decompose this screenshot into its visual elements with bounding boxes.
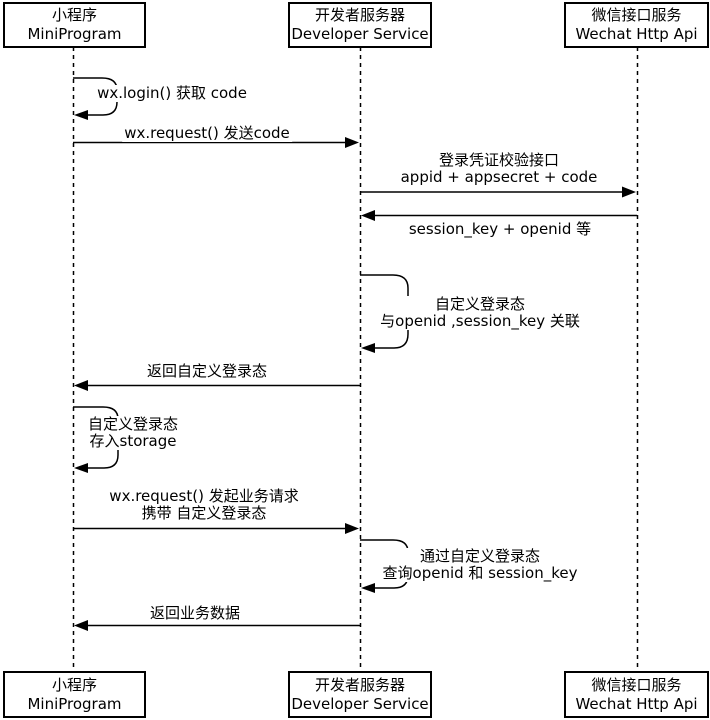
- message-text: 携带 自定义登录态: [141, 504, 267, 522]
- arrowhead-left-icon: [361, 343, 375, 353]
- message-text: 存入storage: [89, 432, 177, 450]
- message-text: 登录凭证校验接口: [438, 151, 559, 169]
- arrowhead-left-icon: [74, 463, 88, 473]
- actor-label-en: Developer Service: [291, 25, 429, 43]
- message-label-send-code: wx.request() 发送code: [122, 125, 292, 142]
- actor-miniprogram-bottom: 小程序 MiniProgram: [3, 671, 146, 718]
- message-label-custom-login-state: 自定义登录态 与openid ,session_key 关联: [378, 296, 582, 330]
- arrowhead-right-icon: [345, 137, 359, 148]
- arrowhead-left-icon: [361, 210, 375, 221]
- actor-label-zh: 开发者服务器: [314, 6, 405, 24]
- arrowhead-left-icon: [74, 380, 88, 391]
- actor-miniprogram-top: 小程序 MiniProgram: [3, 2, 146, 48]
- message-label-session-key: session_key + openid 等: [406, 220, 594, 238]
- message-text: 与openid ,session_key 关联: [380, 312, 580, 330]
- actor-wechat-bottom: 微信接口服务 Wechat Http Api: [564, 671, 709, 718]
- actor-label-en: MiniProgram: [27, 694, 122, 713]
- actor-label-zh: 微信接口服务: [591, 675, 682, 694]
- message-text: wx.request() 发送code: [124, 124, 290, 142]
- actor-label-zh: 小程序: [51, 675, 97, 694]
- message-label-business-request: wx.request() 发起业务请求 携带 自定义登录态: [107, 487, 301, 522]
- message-text: 自定义登录态: [87, 415, 179, 433]
- actor-label-zh: 微信接口服务: [591, 6, 682, 24]
- message-text: 查询openid 和 session_key: [382, 564, 578, 582]
- message-text: wx.login() 获取 code: [97, 84, 247, 102]
- actor-label-en: MiniProgram: [27, 25, 122, 43]
- message-label-wx-login: wx.login() 获取 code: [95, 85, 249, 102]
- actor-label-zh: 小程序: [51, 6, 97, 24]
- actor-label-en: Developer Service: [291, 694, 429, 713]
- arrowhead-right-icon: [622, 186, 636, 198]
- arrowhead-right-icon: [345, 523, 359, 534]
- message-text: 返回业务数据: [149, 604, 241, 622]
- actor-label-en: Wechat Http Api: [575, 25, 698, 43]
- message-text: appid + appsecret + code: [400, 168, 598, 186]
- message-text: 自定义登录态: [434, 295, 525, 313]
- arrowhead-left-icon: [74, 110, 88, 120]
- message-text: 返回自定义登录态: [146, 362, 268, 380]
- message-label-store-storage: 自定义登录态 存入storage: [85, 415, 181, 450]
- message-label-return-business-data: 返回业务数据: [147, 604, 243, 622]
- message-label-query-openid: 通过自定义登录态 查询openid 和 session_key: [380, 547, 580, 582]
- message-label-credential-check: 登录凭证校验接口 appid + appsecret + code: [398, 151, 600, 186]
- actor-label-en: Wechat Http Api: [575, 694, 698, 713]
- arrowhead-left-icon: [74, 620, 88, 631]
- message-text: session_key + openid 等: [408, 220, 592, 238]
- actor-wechat-top: 微信接口服务 Wechat Http Api: [564, 2, 709, 48]
- message-label-return-login-state: 返回自定义登录态: [144, 362, 270, 380]
- message-text: wx.request() 发起业务请求: [109, 487, 299, 505]
- message-text: 通过自定义登录态: [419, 547, 541, 565]
- actor-developer-top: 开发者服务器 Developer Service: [288, 2, 432, 48]
- actor-label-zh: 开发者服务器: [314, 675, 405, 694]
- arrowhead-left-icon: [361, 583, 375, 593]
- actor-developer-bottom: 开发者服务器 Developer Service: [288, 671, 432, 718]
